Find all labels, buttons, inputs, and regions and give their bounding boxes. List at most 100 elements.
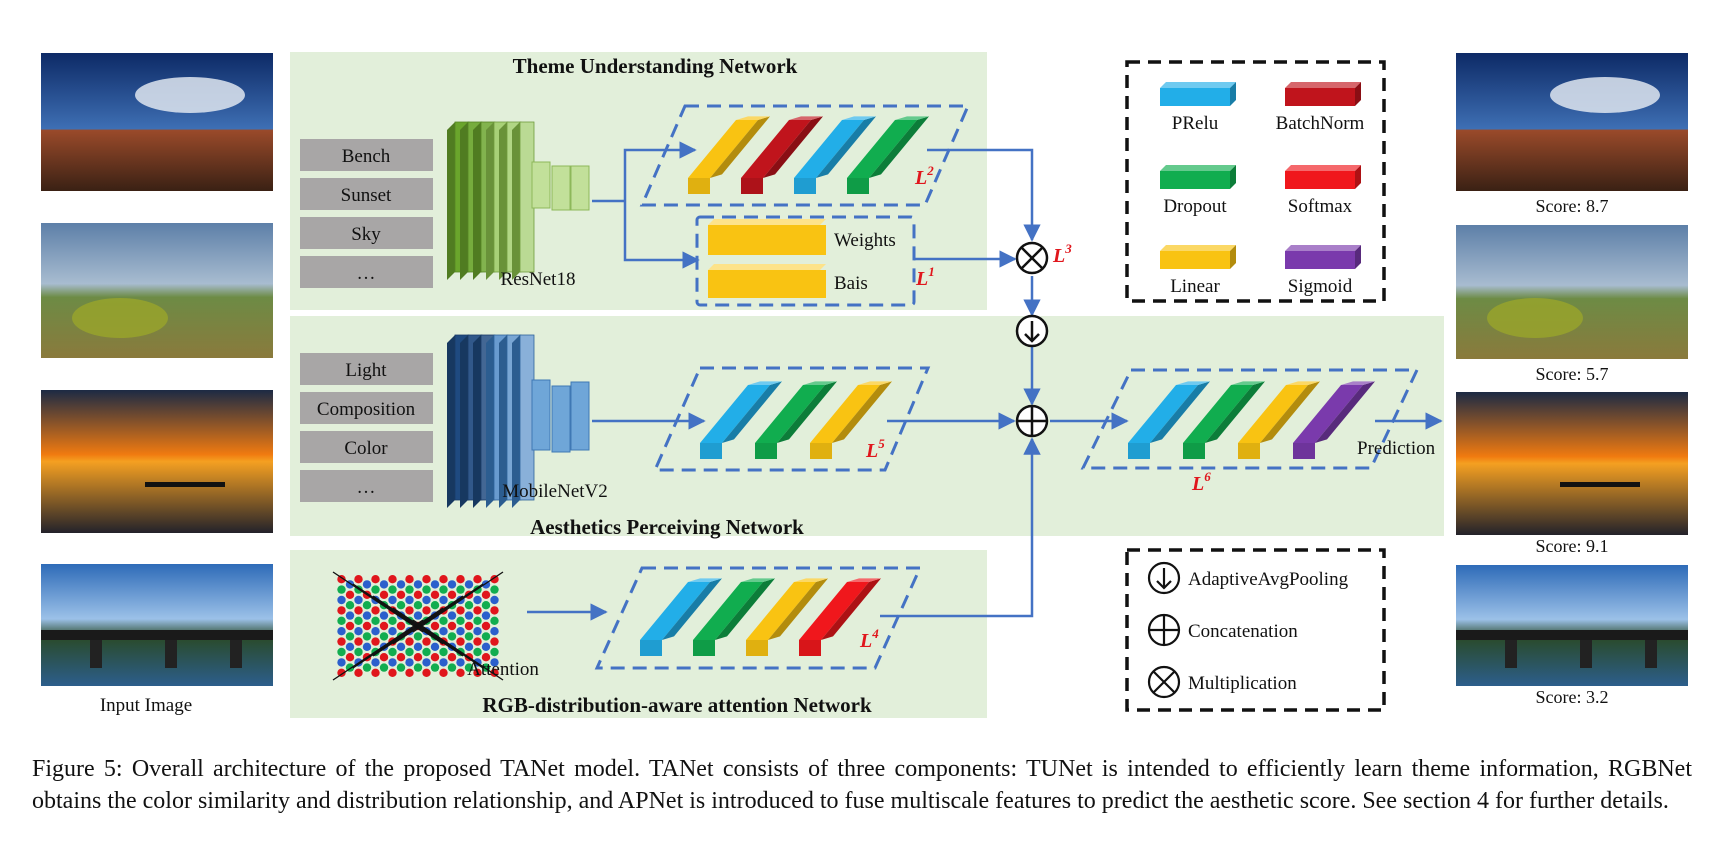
layer-linear-block-face xyxy=(810,385,880,443)
theme-label: Bench xyxy=(342,146,391,167)
loss-l6-sup: 6 xyxy=(1204,469,1211,484)
attention-cell xyxy=(337,627,346,636)
layer-prelu-block-face xyxy=(700,385,770,443)
attention-cell xyxy=(473,606,482,615)
pooling-icon xyxy=(1015,314,1049,348)
rgbnet-container xyxy=(594,566,923,670)
layer-prelu-block-top xyxy=(1176,381,1210,385)
attention-line xyxy=(392,583,484,645)
attention-cell xyxy=(413,580,423,589)
attention-cell xyxy=(413,601,423,610)
attention-cell xyxy=(464,601,474,610)
stack-layer xyxy=(570,165,590,211)
layer-linear-block-top xyxy=(794,578,828,582)
output-image-bridge-pier1 xyxy=(1505,640,1517,668)
attention-line xyxy=(332,619,424,681)
layer-dropout-block xyxy=(1183,381,1265,459)
stack-layer xyxy=(531,379,551,451)
legend-linear-label: Linear xyxy=(1170,276,1220,297)
operator-legend-mult xyxy=(1147,665,1181,699)
layer-dropout-block xyxy=(755,381,837,459)
weights-block-top xyxy=(708,219,826,225)
attention-cell xyxy=(464,642,474,651)
attention-cell xyxy=(430,663,440,672)
attention-cell xyxy=(422,668,431,677)
layer-dropout-block-base xyxy=(755,443,777,459)
layer-linear-block-base xyxy=(810,443,832,459)
pooling-head xyxy=(1024,333,1040,343)
output-image-sunset xyxy=(1456,392,1688,535)
output-image-rocks-moss xyxy=(1487,298,1583,338)
legend-prelu-swatch-side xyxy=(1230,82,1236,106)
input-image-sunset-pier xyxy=(145,482,225,487)
attention-cell xyxy=(379,653,389,662)
attention-cell xyxy=(422,595,431,605)
attention-cell xyxy=(396,642,406,651)
theme-label: Sky xyxy=(351,224,381,245)
theme-box xyxy=(300,139,433,171)
layer-dropout-block xyxy=(693,578,775,656)
input-image-rocks xyxy=(41,223,273,358)
legend-linear-swatch xyxy=(1160,251,1230,269)
theme-box xyxy=(300,256,433,288)
layer-prelu-block-top xyxy=(688,578,722,582)
attention-line xyxy=(372,595,464,657)
attention-cell xyxy=(405,575,414,584)
attention-cell xyxy=(447,590,457,599)
attention-line xyxy=(412,619,504,681)
mobilenetv2-icon xyxy=(447,334,590,508)
layer-sigmoid-block-face xyxy=(1293,385,1363,443)
stack-layer xyxy=(551,165,571,211)
layer-dropout-block-face xyxy=(755,385,825,443)
input-image-rocks-moss xyxy=(72,298,168,338)
attention-cell xyxy=(422,647,431,657)
legend-prelu-label: PRelu xyxy=(1172,113,1219,134)
attention-cell xyxy=(405,595,414,605)
attention-cell xyxy=(362,601,372,610)
layer-dropout-block-top xyxy=(741,578,775,582)
input-image-bridge-pier1 xyxy=(90,640,102,668)
multiplication-stroke xyxy=(1021,247,1043,269)
attention-cell xyxy=(447,653,457,662)
resnet18-label: ResNet18 xyxy=(501,269,576,290)
legend-dropout-swatch xyxy=(1160,171,1230,189)
loss-l1: L1 xyxy=(915,264,935,290)
attention-line xyxy=(352,607,444,669)
attention-cell xyxy=(337,647,346,657)
legend-batchnorm-label: BatchNorm xyxy=(1276,113,1365,134)
attention-cell xyxy=(490,668,499,677)
layer-softmax-block-face xyxy=(799,582,869,640)
attention-cell xyxy=(345,632,355,641)
layer-dropout-block-base xyxy=(1183,443,1205,459)
theme-label: Sunset xyxy=(341,185,392,206)
multiplication-icon xyxy=(1015,241,1049,275)
attention-cell xyxy=(481,642,491,651)
stack-layer-side xyxy=(512,335,520,508)
legend-linear-swatch-top xyxy=(1160,245,1236,251)
score-4: Score: 3.2 xyxy=(1536,687,1609,707)
attention-cell xyxy=(473,616,482,625)
attention-cell xyxy=(456,606,465,615)
attention-cell xyxy=(439,647,448,657)
loss-l3-sup: 3 xyxy=(1064,241,1072,256)
attention-cell xyxy=(456,585,465,594)
attention-cell xyxy=(388,627,397,636)
connections xyxy=(527,141,1443,621)
layer-batchnorm-block-top xyxy=(789,116,823,120)
loss-l4-letter: L xyxy=(859,630,872,652)
layer-linear-block-face xyxy=(1238,385,1308,443)
attention-cell xyxy=(447,632,457,641)
output-image-canyon-cloud xyxy=(1550,77,1660,113)
attention-cell xyxy=(379,580,389,589)
tunet-main-container xyxy=(639,104,971,207)
attention-cell xyxy=(337,585,346,594)
layer-linear-block-top xyxy=(736,116,770,120)
attention-cell xyxy=(439,627,448,636)
attribute-label: … xyxy=(357,477,376,498)
layer-prelu-block-side xyxy=(816,116,876,178)
stack-layer-side xyxy=(447,335,455,508)
attention-cell xyxy=(371,668,380,677)
attention-cell xyxy=(439,595,448,605)
attention-cell xyxy=(388,575,397,584)
layer-prelu-block-base xyxy=(1128,443,1150,459)
